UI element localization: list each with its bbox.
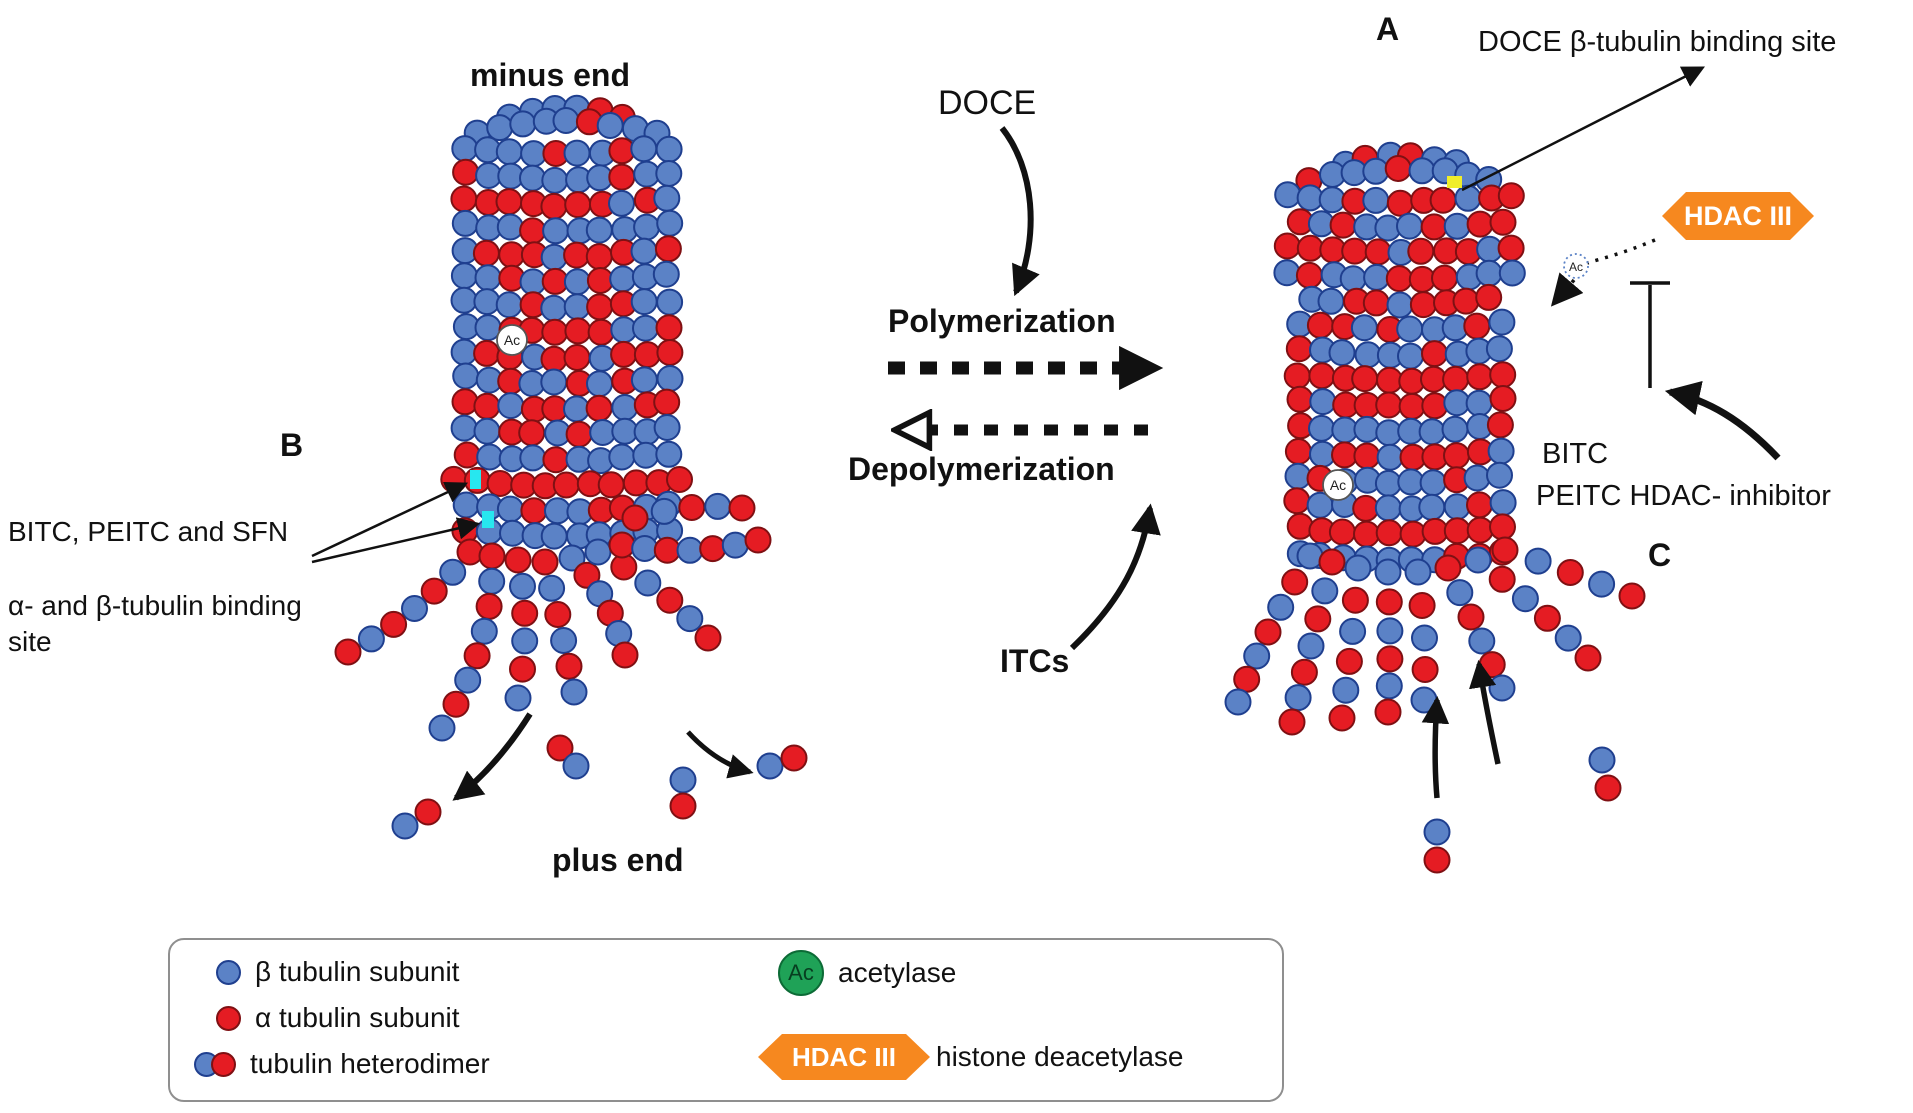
legend-row-alpha: α tubulin subunit (216, 1002, 460, 1034)
svg-text:Ac: Ac (504, 332, 520, 348)
panel-b-label: B (280, 427, 304, 463)
peitc-hdac-inhibitor-label: PEITC HDAC- inhibitor (1536, 480, 1831, 512)
microtubule-right (1224, 141, 1646, 874)
panel-a-label: A (1376, 11, 1400, 47)
binding-site-line2: site (8, 626, 52, 657)
depolymerization-label: Depolymerization (848, 451, 1115, 487)
legend-acetylase-label: acetylase (838, 957, 957, 988)
ac-badge: Ac (1322, 469, 1354, 501)
binding-site-line1: α- and β-tubulin binding (8, 590, 302, 621)
itcs-label: ITCs (1000, 643, 1070, 679)
polymerization-label: Polymerization (888, 303, 1116, 339)
legend-beta-label: β tubulin subunit (255, 956, 460, 987)
svg-text:Ac: Ac (1330, 477, 1346, 493)
bitc-label: BITC (1542, 438, 1609, 470)
svg-text:Ac: Ac (1569, 260, 1583, 274)
legend-row-beta: β tubulin subunit (216, 956, 459, 988)
legend-box: β tubulin subunit α tubulin subunit tubu… (168, 938, 1284, 1102)
arrows (311, 66, 1781, 801)
cyan-binding-marker-2 (482, 511, 494, 528)
legend-alpha-label: α tubulin subunit (255, 1002, 460, 1033)
legend-hdac-label: histone deacetylase (936, 1041, 1184, 1072)
alpha-tubulin-icon (216, 1005, 241, 1031)
plus-end-label: plus end (552, 842, 684, 878)
heterodimer-alpha-icon (211, 1051, 236, 1077)
ac-badge: Ac (496, 324, 528, 356)
yellow-binding-marker (1447, 176, 1462, 188)
binding-site-markers (470, 176, 1462, 528)
cyan-binding-marker-1 (470, 470, 481, 489)
microtubule-left (334, 94, 808, 840)
hdac-iii-legend-badge: HDAC III (758, 1034, 930, 1080)
minus-end-label: minus end (470, 57, 631, 93)
hdac-iii-badge: HDAC III (1662, 192, 1814, 240)
legend-row-acetylase: Ac acetylase (778, 950, 956, 996)
legend-row-hdac: HDAC III histone deacetylase (758, 1034, 1184, 1080)
bitc-peitc-sfn-label: BITC, PEITC and SFN (8, 516, 289, 547)
doce-binding-site-label: DOCE β-tubulin binding site (1478, 26, 1837, 58)
acetylase-icon: Ac (778, 950, 824, 996)
beta-tubulin-icon (216, 959, 241, 985)
heterodimer-icon (194, 1051, 236, 1077)
legend-row-heterodimer: tubulin heterodimer (194, 1048, 490, 1080)
doce-label: DOCE (938, 84, 1037, 122)
ac-badge: Ac (1563, 253, 1589, 279)
legend-heterodimer-label: tubulin heterodimer (250, 1048, 490, 1079)
panel-c-label: C (1648, 537, 1672, 573)
